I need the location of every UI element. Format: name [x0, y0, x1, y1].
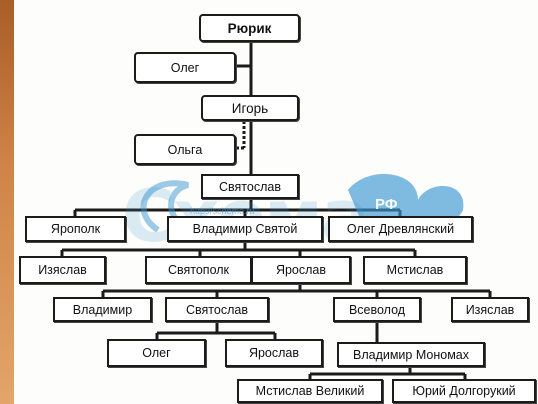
node-yuriy-dolgorukiy: Юрий Долгорукий — [392, 379, 536, 403]
node-yaroslav-2: Ярослав — [225, 339, 323, 367]
node-izyaslav-2: Изяслав — [451, 297, 529, 322]
node-svyatopolk: Святополк — [145, 256, 252, 284]
node-yaropolk: Ярополк — [25, 216, 126, 242]
node-mstislav-velikiy: Мстислав Великий — [237, 379, 383, 403]
node-yaroslav: Ярослав — [251, 256, 351, 284]
node-mstislav: Мстислав — [363, 256, 467, 284]
node-oleg-drevlyansky: Олег Древлянский — [328, 216, 473, 242]
node-vsevolod: Всеволод — [333, 297, 421, 322]
node-izyaslav-1: Изяслав — [19, 256, 106, 284]
node-vladimir-svyatoy: Владимир Святой — [167, 216, 323, 242]
node-vladimir-son: Владимир — [53, 297, 152, 322]
node-oleg-2: Олег — [107, 339, 206, 367]
node-rurik: Рюрик — [199, 14, 300, 42]
background-band — [0, 0, 14, 404]
node-igor: Игорь — [201, 95, 299, 121]
node-olga: Ольга — [134, 134, 236, 165]
node-oleg-regent: Олег — [134, 52, 236, 83]
node-vladimir-monomakh: Владимир Мономах — [337, 342, 485, 367]
node-svyatoslav: Святослав — [201, 174, 299, 199]
node-svyatoslav-2: Святослав — [165, 297, 269, 322]
